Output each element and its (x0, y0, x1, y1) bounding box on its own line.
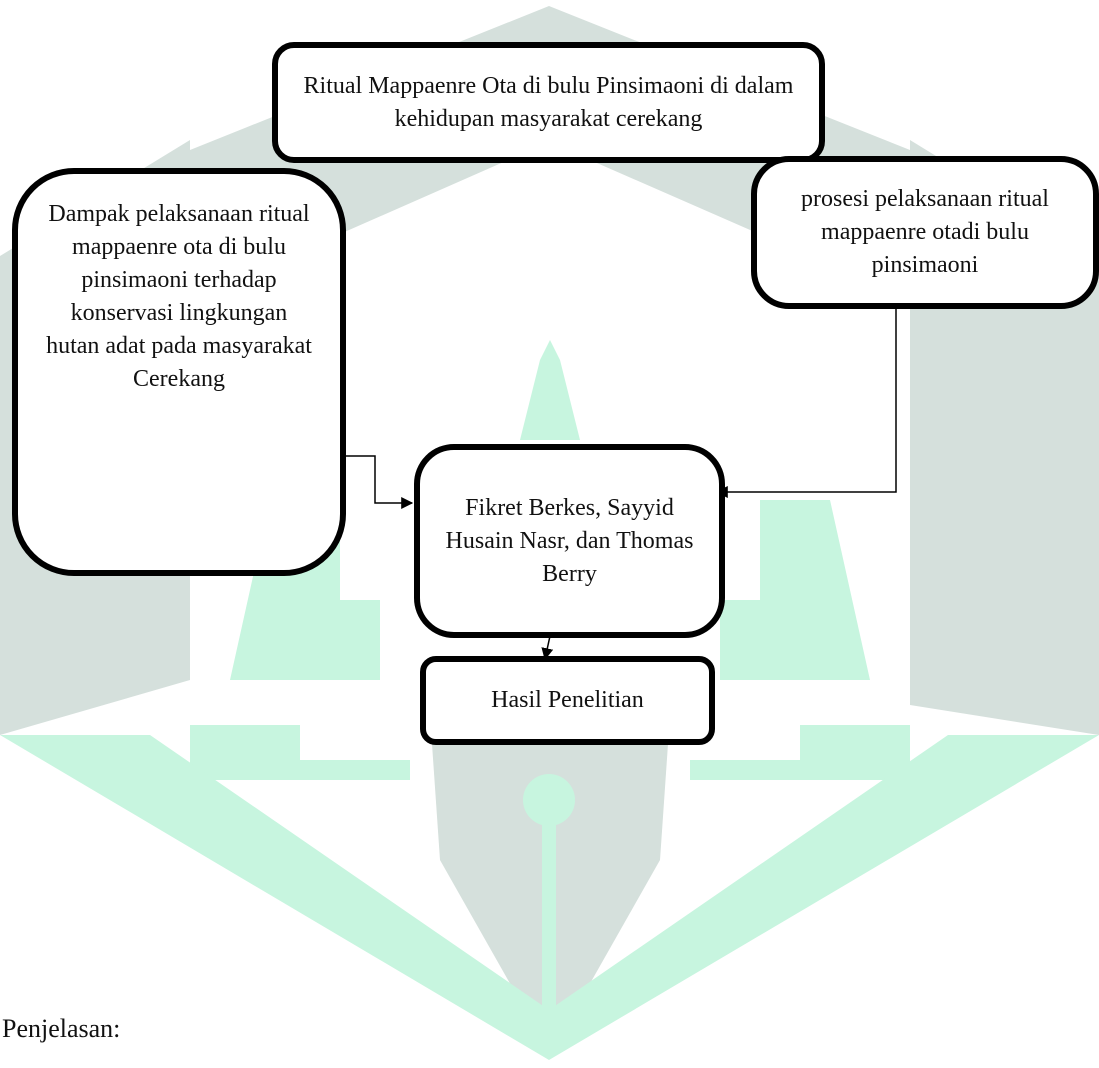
watermark-step-right (690, 725, 910, 780)
process-box-text: prosesi pelaksanaan ritual mappaenre ota… (801, 186, 1049, 278)
theory-box: Fikret Berkes, Sayyid Husain Nasr, dan T… (414, 444, 725, 638)
watermark-dome (520, 340, 580, 440)
watermark-right-steps (720, 500, 870, 680)
process-box: prosesi pelaksanaan ritual mappaenre ota… (751, 156, 1099, 309)
result-box: Hasil Penelitian (420, 656, 715, 745)
connector-process-to-theory (715, 308, 897, 498)
theory-box-text: Fikret Berkes, Sayyid Husain Nasr, dan T… (445, 494, 694, 587)
topic-box-text: Ritual Mappaenre Ota di bulu Pinsimaoni … (303, 72, 794, 132)
watermark-step-left (190, 725, 410, 780)
impact-box-text: Dampak pelaksanaan ritual mappaenre ota … (46, 201, 312, 392)
connector-theory-to-result (541, 635, 554, 661)
watermark-pen-stem (542, 820, 556, 1010)
impact-box: Dampak pelaksanaan ritual mappaenre ota … (12, 168, 346, 576)
explanation-label: Penjelasan: (2, 1014, 121, 1043)
watermark-bottom-chevron (0, 735, 1099, 1060)
connector-impact-to-theory (340, 455, 414, 509)
result-box-text: Hasil Penelitian (491, 687, 644, 713)
watermark-pen-nib (523, 774, 575, 826)
topic-box: Ritual Mappaenre Ota di bulu Pinsimaoni … (272, 42, 825, 163)
